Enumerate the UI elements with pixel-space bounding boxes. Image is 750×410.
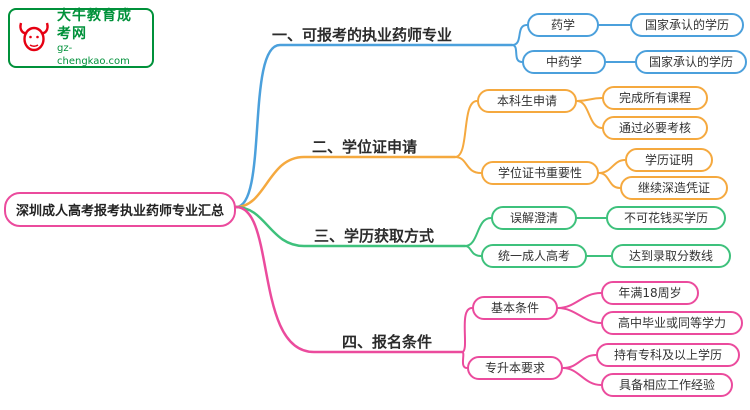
node-pharmacy: 药学 xyxy=(527,13,599,37)
node-basic-conditions: 基本条件 xyxy=(472,296,558,320)
node-further-study-voucher: 继续深造凭证 xyxy=(620,176,728,200)
bull-logo-icon xyxy=(17,18,51,58)
connector-branch2-child1 xyxy=(454,156,482,174)
branch-3-label: 三、学历获取方式 xyxy=(314,227,435,245)
node-state-recognized-1: 国家承认的学历 xyxy=(630,13,744,37)
node-tcm-pharmacy: 中药学 xyxy=(522,50,606,74)
node-reach-cutoff-score: 达到录取分数线 xyxy=(611,244,731,268)
node-age-18: 年满18周岁 xyxy=(601,281,699,305)
connector-branch4-child1 xyxy=(461,351,468,369)
node-work-experience: 具备相应工作经验 xyxy=(601,373,733,397)
node-pass-assessment: 通过必要考核 xyxy=(602,116,708,140)
connector-branch4-grand2 xyxy=(562,354,597,369)
connector-branch2-grand3 xyxy=(598,172,621,189)
connector-branch3-child0 xyxy=(464,217,492,247)
logo-domain-text: gz-chengkao.com xyxy=(57,43,130,67)
node-highschool-equivalent: 高中毕业或同等学力 xyxy=(601,311,743,335)
connector-branch2-child0 xyxy=(454,100,478,158)
node-upgrade-requirement: 专升本要求 xyxy=(467,356,563,380)
connector-branch2-grand2 xyxy=(598,159,626,174)
branch-4-label: 四、报名条件 xyxy=(342,333,433,351)
node-credential-proof: 学历证明 xyxy=(625,148,713,172)
connector-branch3-child1 xyxy=(464,245,482,257)
connector-branch4-grand3 xyxy=(562,367,602,386)
connector-root-branch1 xyxy=(234,43,514,209)
node-unified-exam: 统一成人高考 xyxy=(481,244,587,268)
node-degree-importance: 学位证书重要性 xyxy=(481,161,599,185)
node-complete-courses: 完成所有课程 xyxy=(602,86,708,110)
connector-branch1-child0 xyxy=(511,24,528,46)
branch-1-label: 一、可报考的执业药师专业 xyxy=(272,26,453,44)
node-college-diploma: 持有专科及以上学历 xyxy=(596,343,740,367)
logo-brand-text: 大牛教育成考网 xyxy=(57,8,132,42)
node-bachelor-apply: 本科生申请 xyxy=(477,89,577,113)
branch-2-label: 二、学位证申请 xyxy=(312,138,418,156)
connector-root-branch3 xyxy=(234,205,467,248)
connector-root-branch2 xyxy=(234,155,457,209)
connector-branch2-grand0 xyxy=(576,97,603,102)
connector-branch4-grand0 xyxy=(557,292,602,309)
connector-branch2-grand1 xyxy=(576,100,603,129)
site-logo: 大牛教育成考网 gz-chengkao.com xyxy=(8,8,154,68)
connector-branch4-child0 xyxy=(461,307,473,353)
connector-root-branch4 xyxy=(234,205,464,354)
root-node: 深圳成人高考报考执业药师专业汇总 xyxy=(4,192,237,227)
connector-branch4-grand1 xyxy=(557,307,602,324)
node-no-buying-diploma: 不可花钱买学历 xyxy=(606,206,726,230)
node-misconception: 误解澄清 xyxy=(491,206,577,230)
connector-branch1-child1 xyxy=(511,44,523,63)
node-state-recognized-2: 国家承认的学历 xyxy=(635,50,747,74)
